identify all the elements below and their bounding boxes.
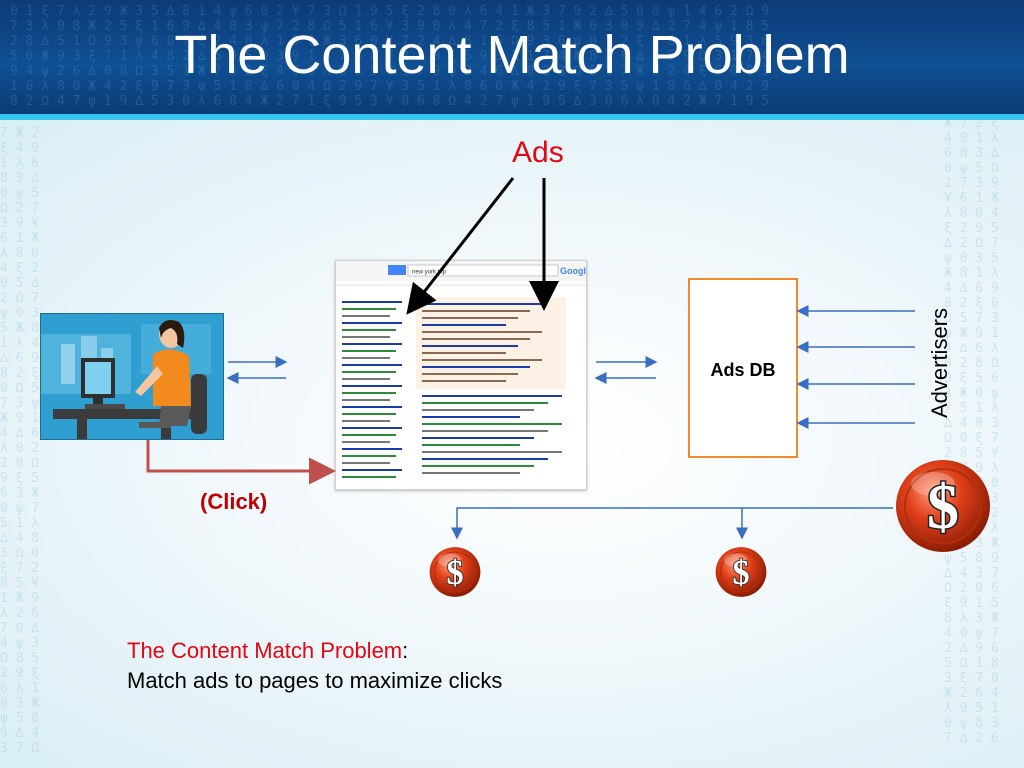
result-text-line [422,317,518,319]
result-text-line [422,324,506,326]
result-text-line [422,303,542,305]
search-engine-logo: Google [560,266,586,276]
result-text-line [422,423,562,425]
svg-text:$: $ [732,554,749,592]
result-text-line [422,465,534,467]
user-at-computer-illustration [40,313,224,440]
header-matrix-decoration: 0 1 ξ 7 λ 2 9 Ж 3 5 ∆ 8 1 4 ψ 6 0 2 ¥ 7 … [10,4,770,109]
result-text-line [422,373,518,375]
result-text-line [342,469,402,471]
result-text-line [342,378,390,380]
result-text-line [342,434,396,436]
ads-db-box: Ads DB [688,278,798,458]
dollar-coin-icon: $ [429,547,481,597]
payment-arrow-left [451,507,893,540]
problem-colon: : [402,638,409,663]
dollar-coin-icon: $ [896,460,990,552]
result-text-line [422,359,542,361]
result-text-line [342,476,396,478]
problem-description: Match ads to pages to maximize clicks [127,668,503,693]
result-text-line [342,392,396,394]
problem-name: The Content Match Problem [127,638,403,663]
result-text-line [342,413,396,415]
click-path-arrow [146,440,336,485]
dollar-coin-icon: $ [715,547,767,597]
result-text-line [422,395,562,397]
result-text-line [342,357,390,359]
result-text-line [342,448,402,450]
result-text-line [422,451,562,453]
result-text-line [422,444,520,446]
result-text-line [342,420,390,422]
result-text-line [422,402,548,404]
result-text-line [342,385,402,387]
click-label: (Click) [200,489,268,514]
problem-title-line: The Content Match Problem: [127,636,502,666]
result-text-line [422,366,530,368]
title-bar: 0 1 ξ 7 λ 2 9 Ж 3 5 ∆ 8 1 4 ψ 6 0 2 ¥ 7 … [0,0,1024,118]
result-text-line [342,343,402,345]
ads-db-label: Ads DB [710,360,776,380]
search-results-page-thumbnail: new york trip Google [335,260,587,490]
matrix-decoration-right: Ж 7 2 ξ 4 9 1 λ 6 8 3 ∆ 0 ψ 5 Ω 2 7 3 9 … [944,120,999,746]
result-text-line [342,371,396,373]
svg-text:$: $ [927,471,959,542]
result-text-line [342,322,402,324]
result-text-line [422,338,530,340]
result-text-line [342,427,402,429]
result-text-line [342,364,402,366]
result-text-line [422,331,542,333]
result-text-line [422,345,518,347]
ads-label: Ads [512,136,564,169]
result-text-line [342,350,396,352]
ads-arrow-1 [406,177,515,315]
result-text-line [342,329,396,331]
result-text-line [422,437,534,439]
result-text-line [422,458,548,460]
result-text-line [422,409,534,411]
result-text-line [422,310,530,312]
result-text-line [342,308,396,310]
result-text-line [342,406,402,408]
search-query-text: new york trip [412,270,447,276]
result-text-line [342,399,390,401]
matrix-decoration-left: 7 Ж 2 ξ 4 9 1 λ 6 8 3 ∆ 0 ψ 5 Ω 2 7 3 9 … [0,126,40,756]
result-text-line [422,416,520,418]
result-text-line [422,430,548,432]
result-text-line [342,301,402,303]
result-text-line [422,472,520,474]
result-text-line [342,336,390,338]
svg-text:$: $ [446,554,463,592]
header-accent-stripe [0,114,1024,120]
result-text-line [342,455,396,457]
result-text-line [422,380,506,382]
user-illustration-graphic [41,314,223,439]
result-text-line [422,352,506,354]
result-text-line [342,441,390,443]
problem-statement: The Content Match Problem: Match ads to … [127,636,502,696]
search-page-graphic: new york trip Google [336,261,586,478]
slide-body: 7 Ж 2 ξ 4 9 1 λ 6 8 3 ∆ 0 ψ 5 Ω 2 7 3 9 … [0,120,1024,768]
page-title: The Content Match Problem [174,25,850,85]
result-text-line [342,462,390,464]
result-text-line [342,315,390,317]
